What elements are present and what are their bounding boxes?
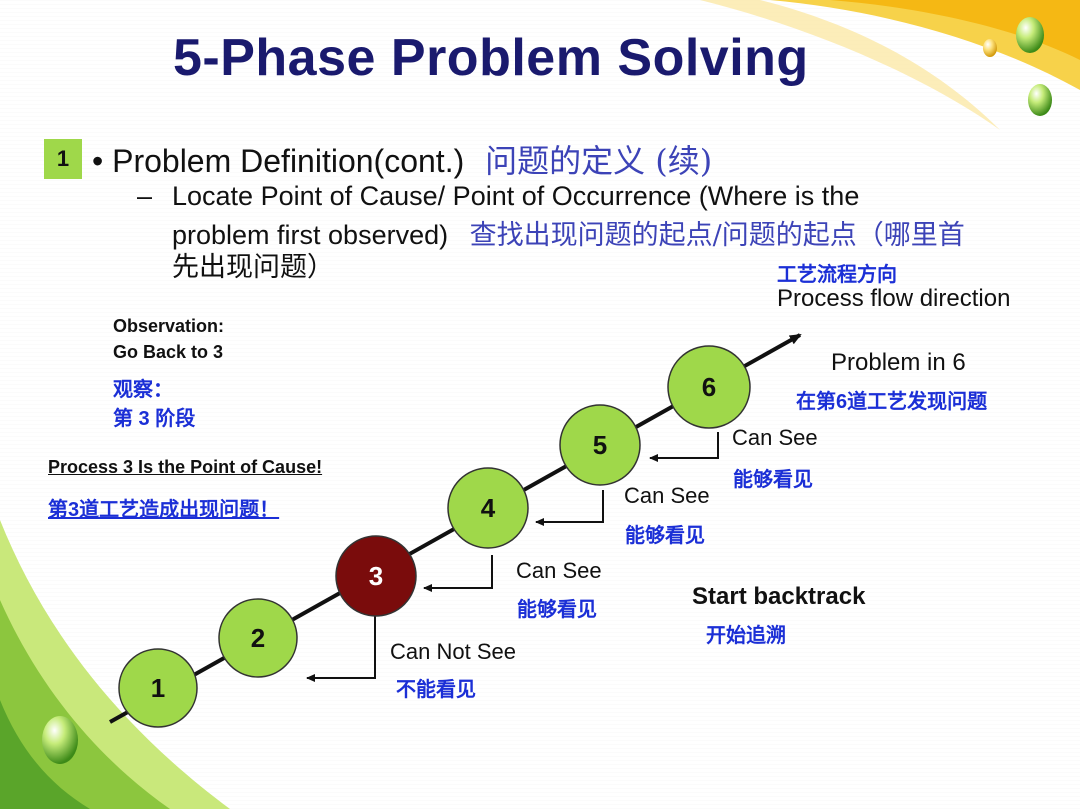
arrow-label-5-cn: 能够看见 — [625, 525, 705, 547]
backtrack-arrow-6-5 — [649, 432, 719, 462]
droplet-icon — [983, 39, 997, 57]
sub-bullet-line-1: Locate Point of Cause/ Point of Occurren… — [172, 181, 860, 211]
sub-bullet-line-2-cn: 查找出现问题的起点/问题的起点（哪里首 — [469, 220, 965, 251]
svg-text:5: 5 — [593, 430, 607, 460]
svg-text:2: 2 — [251, 623, 265, 653]
arrow-label-4-en: Can See — [516, 558, 602, 583]
arrow-label-6-cn: 能够看见 — [733, 469, 813, 491]
bullet-heading-cn: 问题的定义 (续) — [485, 142, 713, 180]
svg-text:6: 6 — [702, 372, 716, 402]
sub-bullet-dash: – — [137, 181, 153, 211]
process-node-5: 5 — [559, 404, 641, 486]
point-of-cause-cn: 第3道工艺造成出现问题！ — [48, 499, 280, 521]
observation-cn-2: 第 3 阶段 — [113, 408, 196, 430]
backtrack-arrow-4-3 — [423, 555, 493, 592]
sub-bullet-line-2: problem first observed) 查找出现问题的起点/问题的起点（… — [172, 213, 965, 252]
start-backtrack-label: Start backtrack — [692, 583, 866, 610]
arrow-label-3-cn: 不能看见 — [396, 679, 476, 701]
process-node-2: 2 — [218, 598, 298, 678]
observation-cn-1: 观察： — [113, 379, 173, 401]
bullet-heading: • Problem Definition(cont.) 问题的定义 (续) — [92, 136, 712, 182]
backtrack-arrow-3-2 — [306, 616, 376, 682]
problem-in-6-cn: 在第6道工艺发现问题 — [796, 391, 988, 413]
arrow-label-4-cn: 能够看见 — [517, 599, 597, 621]
svg-text:1: 1 — [151, 673, 165, 703]
backtrack-arrow-5-4 — [535, 490, 604, 526]
droplet-icon — [1028, 84, 1052, 116]
slide-title: 5-Phase Problem Solving — [173, 29, 809, 87]
observation-label-1: Observation: — [113, 316, 225, 336]
sub-bullet-line-3: 先出现问题） — [172, 252, 334, 283]
point-of-cause-label: Process 3 Is the Point of Cause! — [48, 457, 323, 477]
flow-direction-en: Process flow direction — [777, 285, 1011, 312]
droplet-icon — [1016, 17, 1044, 53]
arrow-label-6-en: Can See — [732, 425, 818, 450]
bullet-heading-en: • Problem Definition(cont.) — [92, 143, 465, 179]
process-node-4: 4 — [447, 467, 529, 549]
problem-in-6-label: Problem in 6 — [831, 349, 966, 376]
process-node-3-cause: 3 — [335, 535, 417, 617]
flow-direction-cn: 工艺流程方向 — [777, 264, 897, 286]
svg-text:3: 3 — [369, 561, 383, 591]
sub-bullet-line-2-en: problem first observed) — [172, 220, 449, 250]
start-backtrack-cn: 开始追溯 — [706, 625, 786, 647]
arrow-label-5-en: Can See — [624, 483, 710, 508]
step-badge: 1 — [44, 139, 82, 179]
process-node-6: 6 — [667, 345, 751, 429]
process-node-1: 1 — [118, 648, 198, 728]
arrow-label-3-en: Can Not See — [390, 639, 516, 664]
droplet-icon — [42, 716, 78, 764]
observation-label-2: Go Back to 3 — [113, 342, 224, 362]
svg-text:4: 4 — [481, 493, 496, 523]
